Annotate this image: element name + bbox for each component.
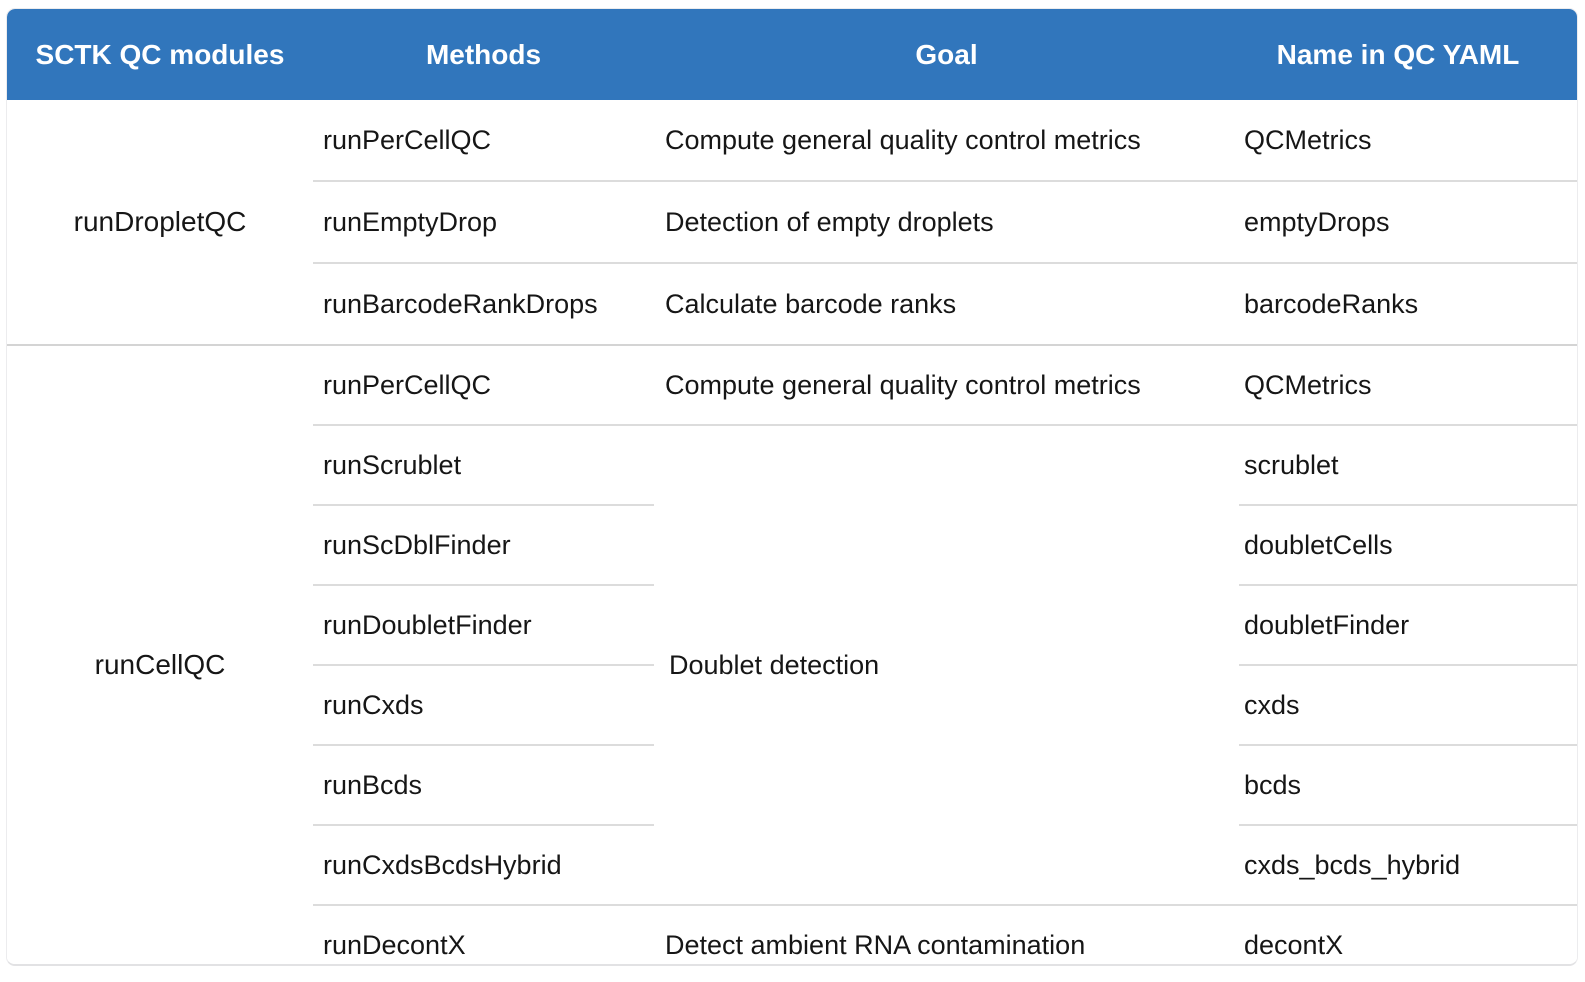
col-header-modules: SCTK QC modules xyxy=(7,9,313,100)
goal-cell: Compute general quality control metrics xyxy=(654,100,1239,181)
goal-cell: Detection of empty droplets xyxy=(654,180,1239,263)
yaml-cell: cxds_bcds_hybrid xyxy=(1239,824,1577,905)
method-cell: runEmptyDrop xyxy=(313,180,654,263)
method-cell: runPerCellQC xyxy=(313,100,654,181)
yaml-cell: emptyDrops xyxy=(1239,180,1577,263)
yaml-cell: decontX xyxy=(1239,904,1577,964)
table-row: runCellQC runPerCellQC Compute general q… xyxy=(7,344,1577,964)
table-row: runDoubletFinder doubletFinder xyxy=(7,584,1577,665)
header-row: SCTK QC modules Methods Goal Name in QC … xyxy=(7,9,1577,100)
method-cell: runCxdsBcdsHybrid xyxy=(313,824,654,905)
table-row: runDropletQC runPerCellQC Compute genera… xyxy=(7,100,1577,345)
method-cell: runBarcodeRankDrops xyxy=(313,262,654,345)
col-header-methods: Methods xyxy=(313,9,654,100)
table-row: runScDblFinder doubletCells xyxy=(7,504,1577,585)
table-row: runScrublet Doublet detection scrublet xyxy=(7,424,1577,905)
table-row: runEmptyDrop Detection of empty droplets… xyxy=(7,180,1577,263)
method-cell: runScrublet xyxy=(313,424,654,505)
method-cell: runCxds xyxy=(313,664,654,745)
goal-cell-doublet-detection: Doublet detection xyxy=(654,424,1239,905)
qc-modules-table-card: SCTK QC modules Methods Goal Name in QC … xyxy=(6,8,1578,966)
yaml-cell: barcodeRanks xyxy=(1239,262,1577,345)
module-cell-runcellqc: runCellQC xyxy=(7,344,313,964)
yaml-cell: doubletFinder xyxy=(1239,584,1577,665)
yaml-cell: doubletCells xyxy=(1239,504,1577,585)
method-cell: runPerCellQC xyxy=(313,344,654,425)
goal-cell: Calculate barcode ranks xyxy=(654,262,1239,345)
table-row: runDecontX Detect ambient RNA contaminat… xyxy=(7,904,1577,964)
yaml-cell: QCMetrics xyxy=(1239,100,1577,181)
goal-cell: Detect ambient RNA contamination xyxy=(654,904,1239,964)
table-row: runBcds bcds xyxy=(7,744,1577,825)
sctk-qc-table: SCTK QC modules Methods Goal Name in QC … xyxy=(7,9,1577,964)
module-cell-rundropletqc: runDropletQC xyxy=(7,100,313,345)
goal-cell: Compute general quality control metrics xyxy=(654,344,1239,425)
table-row: runCxds cxds xyxy=(7,664,1577,745)
method-cell: runScDblFinder xyxy=(313,504,654,585)
col-header-goal: Goal xyxy=(654,9,1239,100)
col-header-yaml: Name in QC YAML xyxy=(1239,9,1577,100)
yaml-cell: QCMetrics xyxy=(1239,344,1577,425)
yaml-cell: cxds xyxy=(1239,664,1577,745)
table-row: runBarcodeRankDrops Calculate barcode ra… xyxy=(7,262,1577,345)
method-cell: runBcds xyxy=(313,744,654,825)
yaml-cell: bcds xyxy=(1239,744,1577,825)
yaml-cell: scrublet xyxy=(1239,424,1577,505)
table-row: runCxdsBcdsHybrid cxds_bcds_hybrid xyxy=(7,824,1577,905)
method-cell: runDecontX xyxy=(313,904,654,964)
method-cell: runDoubletFinder xyxy=(313,584,654,665)
